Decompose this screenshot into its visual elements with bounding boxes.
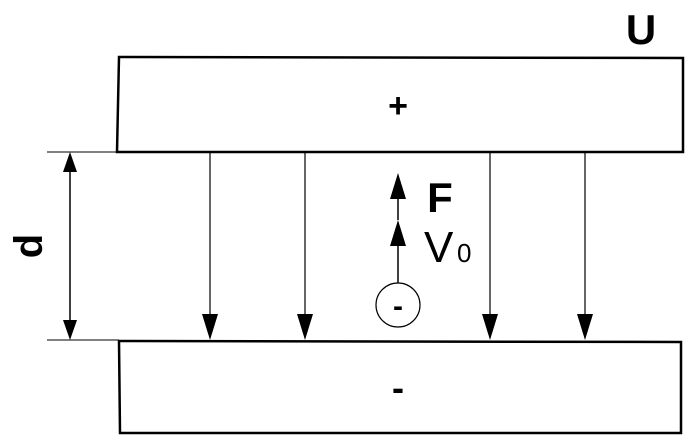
- velocity-label: V 0: [424, 223, 471, 272]
- force-arrow: [390, 173, 406, 220]
- top-plate: +: [115, 55, 685, 154]
- charge-sign: -: [393, 290, 403, 323]
- velocity-label-main: V: [424, 223, 454, 272]
- distance-dimension-arrow: [63, 152, 77, 340]
- field-line: [577, 152, 593, 340]
- field-line: [297, 152, 313, 340]
- distance-label: d: [7, 234, 51, 258]
- velocity-arrow: [390, 220, 406, 283]
- force-label: F: [427, 174, 453, 221]
- velocity-label-subscript: 0: [457, 238, 471, 268]
- negative-charge: -: [375, 282, 421, 328]
- field-line: [482, 152, 498, 340]
- top-plate-sign: +: [388, 87, 408, 125]
- field-line: [202, 152, 218, 340]
- bottom-plate-sign: -: [392, 367, 404, 408]
- voltage-label: U: [626, 6, 656, 53]
- bottom-plate: -: [117, 339, 683, 435]
